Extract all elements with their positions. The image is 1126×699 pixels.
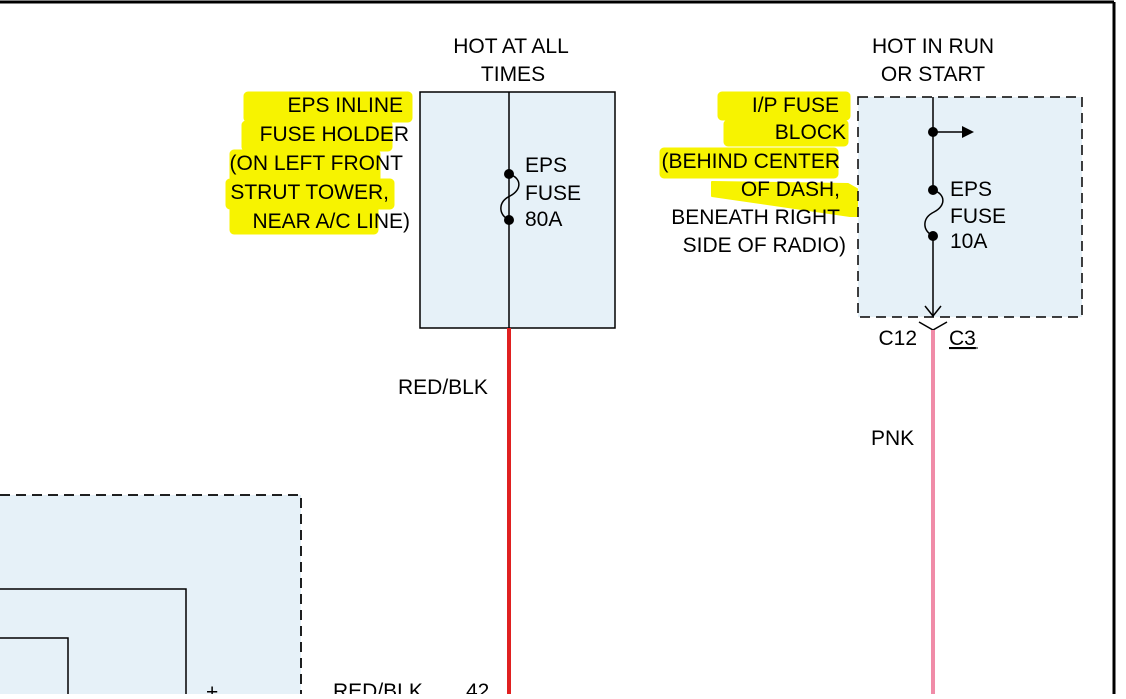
connector-label: C12: [878, 327, 917, 350]
right-branch-arrow-icon: [962, 126, 974, 138]
highlight-mark: [659, 147, 839, 179]
highlight-mark: [723, 119, 849, 147]
right-fuse-group: HOT IN RUN OR START EPS FUSE 10A I/P FUS…: [661, 35, 1083, 694]
left-fuse-group: HOT AT ALL TIMES EPS FUSE 80A EPS INLINE…: [230, 35, 616, 694]
connector-chevron-icon: [918, 321, 948, 331]
bottom-component-fill: [0, 496, 300, 694]
left-fuse-terminal-dot: [504, 169, 514, 179]
left-fuse-label-line1: EPS: [525, 154, 567, 177]
left-power-label-line2: TIMES: [481, 63, 545, 86]
bottom-inner-box: [0, 588, 187, 694]
bottom-plus-sign: +: [206, 681, 218, 694]
left-fuse-label-line3: 80A: [525, 208, 562, 231]
left-location-line2: FUSE HOLDER: [260, 123, 409, 146]
right-fuse-symbol: [924, 189, 944, 237]
bottom-component-dashed-outline: [0, 494, 302, 694]
right-location-line5: BENEATH RIGHT: [671, 206, 840, 229]
right-wire-color-label: PNK: [871, 427, 914, 450]
left-location-line4: STRUT TOWER,: [230, 181, 389, 204]
left-fuse-box: [419, 91, 616, 329]
right-location-line2: BLOCK: [775, 121, 846, 144]
right-location-line3: (BEHIND CENTER: [661, 150, 840, 173]
right-location-line6: SIDE OF RADIO): [683, 234, 846, 257]
right-fuse-label-line1: EPS: [950, 178, 992, 201]
left-location-line1: EPS INLINE: [287, 94, 403, 117]
left-power-label-line1: HOT AT ALL: [453, 35, 569, 58]
right-location-line4: OF DASH,: [741, 178, 840, 201]
right-fuse-label-line2: FUSE: [950, 205, 1006, 228]
left-fuse-symbol: [500, 173, 520, 221]
right-fuse-label-line3: 10A: [950, 230, 987, 253]
bottom-pin-number: 42: [466, 680, 489, 694]
bottom-inner-box-2: [0, 637, 69, 694]
left-fuse-label-line2: FUSE: [525, 182, 581, 205]
left-location-line5: NEAR A/C LINE): [252, 210, 410, 233]
right-power-label-line2: OR START: [881, 63, 985, 86]
right-output-arrow-icon: [924, 305, 942, 318]
left-wire-color-label: RED/BLK: [398, 376, 488, 399]
highlight-mark: [229, 205, 379, 235]
connector-ref-link[interactable]: C3: [949, 327, 976, 350]
bottom-wire-label: RED/BLK: [333, 680, 423, 694]
left-fuse-terminal-dot: [504, 215, 514, 225]
left-location-line3: (ON LEFT FRONT: [230, 152, 404, 175]
right-power-label-line1: HOT IN RUN: [872, 35, 994, 58]
bottom-component-group: + RED/BLK 42: [0, 494, 489, 699]
right-fuse-terminal-dot: [928, 185, 938, 195]
right-location-line1: I/P FUSE: [752, 94, 839, 117]
